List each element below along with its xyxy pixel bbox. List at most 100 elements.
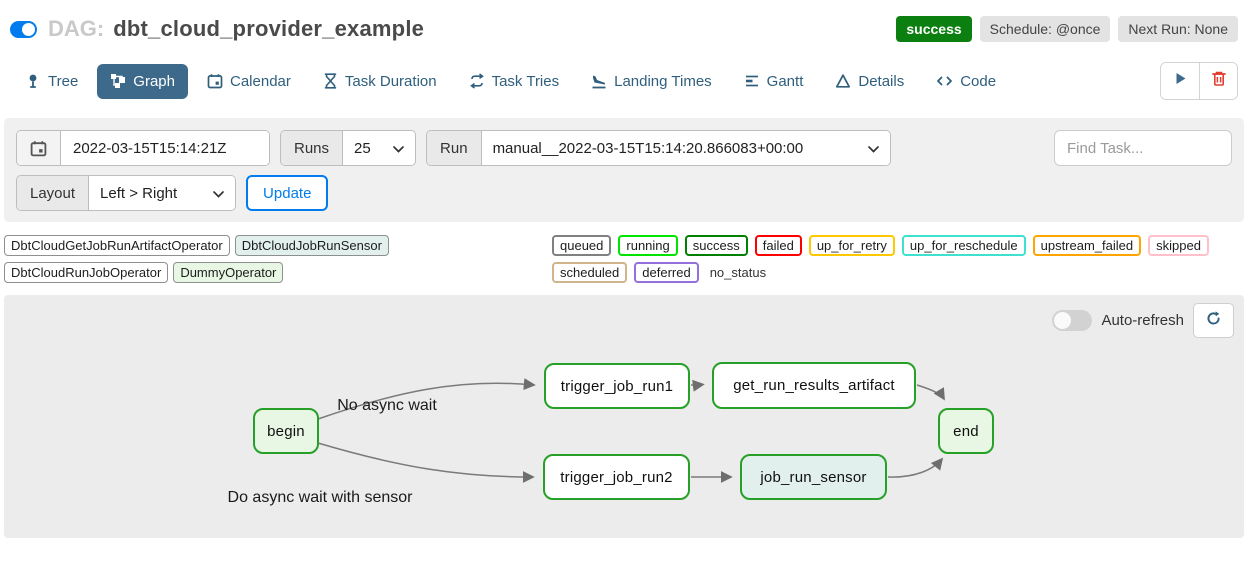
update-button[interactable]: Update xyxy=(246,175,329,211)
run-selected-value: manual__2022-03-15T15:14:20.866083+00:00 xyxy=(492,139,804,157)
tab-task-tries[interactable]: Task Tries xyxy=(456,64,573,99)
status-legend-item[interactable]: deferred xyxy=(634,262,699,283)
dag-edges xyxy=(317,378,945,483)
status-legend-item[interactable]: running xyxy=(618,235,678,256)
status-legend-item[interactable]: up_for_reschedule xyxy=(901,235,1026,256)
code-icon xyxy=(936,73,953,89)
run-label: Run xyxy=(427,131,482,165)
runs-label: Runs xyxy=(281,131,344,165)
run-select[interactable]: manual__2022-03-15T15:14:20.866083+00:00 xyxy=(481,131,890,165)
status-legend: queued running success failed up_for_ret… xyxy=(552,235,1244,283)
edge-label: No async wait xyxy=(337,397,437,414)
tab-tree[interactable]: Tree xyxy=(12,64,91,99)
tab-label: Code xyxy=(960,72,997,90)
repeat-icon xyxy=(469,73,485,89)
tab-label: Graph xyxy=(133,72,175,90)
task-node-get-run-results-artifact[interactable]: get_run_results_artifact xyxy=(712,362,916,409)
dag-prefix-label: DAG: xyxy=(48,16,105,41)
task-node-trigger-job-run1[interactable]: trigger_job_run1 xyxy=(544,363,690,409)
trigger-dag-button[interactable] xyxy=(1161,63,1199,99)
refresh-button[interactable] xyxy=(1193,303,1234,338)
schedule-badge: Schedule: @once xyxy=(979,16,1111,42)
operator-badge: DbtCloudGetJobRunArtifactOperator xyxy=(4,235,230,256)
status-legend-item[interactable]: upstream_failed xyxy=(1032,235,1142,256)
task-node-trigger-job-run2[interactable]: trigger_job_run2 xyxy=(543,454,690,500)
operator-legend: DbtCloudGetJobRunArtifactOperator DbtClo… xyxy=(4,235,552,283)
tab-landing-times[interactable]: Landing Times xyxy=(578,64,725,99)
task-node-end[interactable]: end xyxy=(938,408,994,454)
auto-refresh-toggle[interactable] xyxy=(1052,310,1093,331)
filter-panel: Runs 25 Run manual__2022-03-15T15:14:20.… xyxy=(4,118,1244,222)
filter-row-1: Runs 25 Run manual__2022-03-15T15:14:20.… xyxy=(16,130,1232,166)
auto-refresh-label: Auto-refresh xyxy=(1101,312,1184,329)
calendar-icon xyxy=(17,131,61,165)
dag-header: DAG: dbt_cloud_provider_example success … xyxy=(0,0,1248,42)
tab-label: Calendar xyxy=(230,72,291,90)
status-legend-item[interactable]: scheduled xyxy=(552,262,628,283)
status-legend-item[interactable]: failed xyxy=(754,235,802,256)
tab-gantt[interactable]: Gantt xyxy=(731,64,817,99)
layout-select[interactable]: Left > Right xyxy=(89,176,236,210)
chevron-down-icon xyxy=(213,185,224,202)
tab-calendar[interactable]: Calendar xyxy=(194,64,304,99)
no-status-label: no_status xyxy=(709,265,767,280)
page-title: dbt_cloud_provider_example xyxy=(113,16,425,41)
triangle-icon xyxy=(835,73,851,89)
num-runs-select[interactable]: 25 xyxy=(343,131,416,165)
tab-label: Task Duration xyxy=(344,72,437,90)
layout-group: Layout Left > Right xyxy=(16,175,237,211)
tab-label: Details xyxy=(858,72,905,90)
layout-selected-value: Left > Right xyxy=(100,184,178,202)
base-date-group xyxy=(16,130,270,166)
trash-icon xyxy=(1211,70,1227,92)
calendar-icon xyxy=(207,73,223,89)
plane-landing-icon xyxy=(591,73,607,89)
operator-badge: DbtCloudRunJobOperator xyxy=(4,262,169,283)
graph-controls: Auto-refresh xyxy=(1052,303,1234,338)
hourglass-icon xyxy=(323,73,338,89)
filter-row-2: Layout Left > Right Update xyxy=(16,175,1232,211)
status-legend-item[interactable]: queued xyxy=(552,235,612,256)
next-run-badge: Next Run: None xyxy=(1118,16,1238,42)
tab-graph[interactable]: Graph xyxy=(97,63,188,99)
task-node-begin[interactable]: begin xyxy=(253,408,319,454)
chevron-down-icon xyxy=(393,140,404,157)
dag-graph-panel: Auto-refresh No async wait Do async wait… xyxy=(4,295,1244,538)
edge-label: Do async wait with sensor xyxy=(227,489,413,506)
tab-label: Gantt xyxy=(766,72,804,90)
toggle-knob xyxy=(22,22,35,36)
gantt-bars-icon xyxy=(744,73,760,89)
dag-action-buttons xyxy=(1160,62,1238,100)
graph-icon xyxy=(110,73,126,89)
view-tabbar: Tree Graph Calendar Task Duration Task T… xyxy=(12,62,1238,100)
toggle-knob xyxy=(1054,312,1072,329)
refresh-icon xyxy=(1205,310,1222,332)
runs-selected-value: 25 xyxy=(354,139,371,157)
task-node-job-run-sensor[interactable]: job_run_sensor xyxy=(740,454,887,500)
tab-label: Task Tries xyxy=(491,72,560,90)
tab-task-duration[interactable]: Task Duration xyxy=(310,64,450,99)
chevron-down-icon xyxy=(867,140,879,157)
status-legend-item[interactable]: skipped xyxy=(1148,235,1209,256)
tree-icon xyxy=(25,73,41,89)
status-badge: success xyxy=(896,16,972,42)
operator-badge: DummyOperator xyxy=(173,262,284,283)
status-legend-item[interactable]: up_for_retry xyxy=(808,235,895,256)
status-legend-item[interactable]: success xyxy=(684,235,748,256)
find-task-wrapper xyxy=(1054,130,1232,166)
delete-dag-button[interactable] xyxy=(1199,63,1237,99)
tab-label: Landing Times xyxy=(614,72,712,90)
tab-details[interactable]: Details xyxy=(822,64,917,99)
base-date-input[interactable] xyxy=(61,131,269,165)
run-select-group: Run manual__2022-03-15T15:14:20.866083+0… xyxy=(426,130,891,166)
layout-label: Layout xyxy=(17,176,90,210)
dag-pause-toggle[interactable] xyxy=(10,20,37,38)
play-icon xyxy=(1173,71,1188,91)
num-runs-group: Runs 25 xyxy=(280,130,417,166)
operator-badge: DbtCloudJobRunSensor xyxy=(234,235,389,256)
find-task-input[interactable] xyxy=(1054,130,1232,166)
tab-code[interactable]: Code xyxy=(923,64,1009,99)
legend: DbtCloudGetJobRunArtifactOperator DbtClo… xyxy=(4,235,1244,283)
header-badges: success Schedule: @once Next Run: None xyxy=(896,16,1238,42)
tab-label: Tree xyxy=(48,72,79,90)
